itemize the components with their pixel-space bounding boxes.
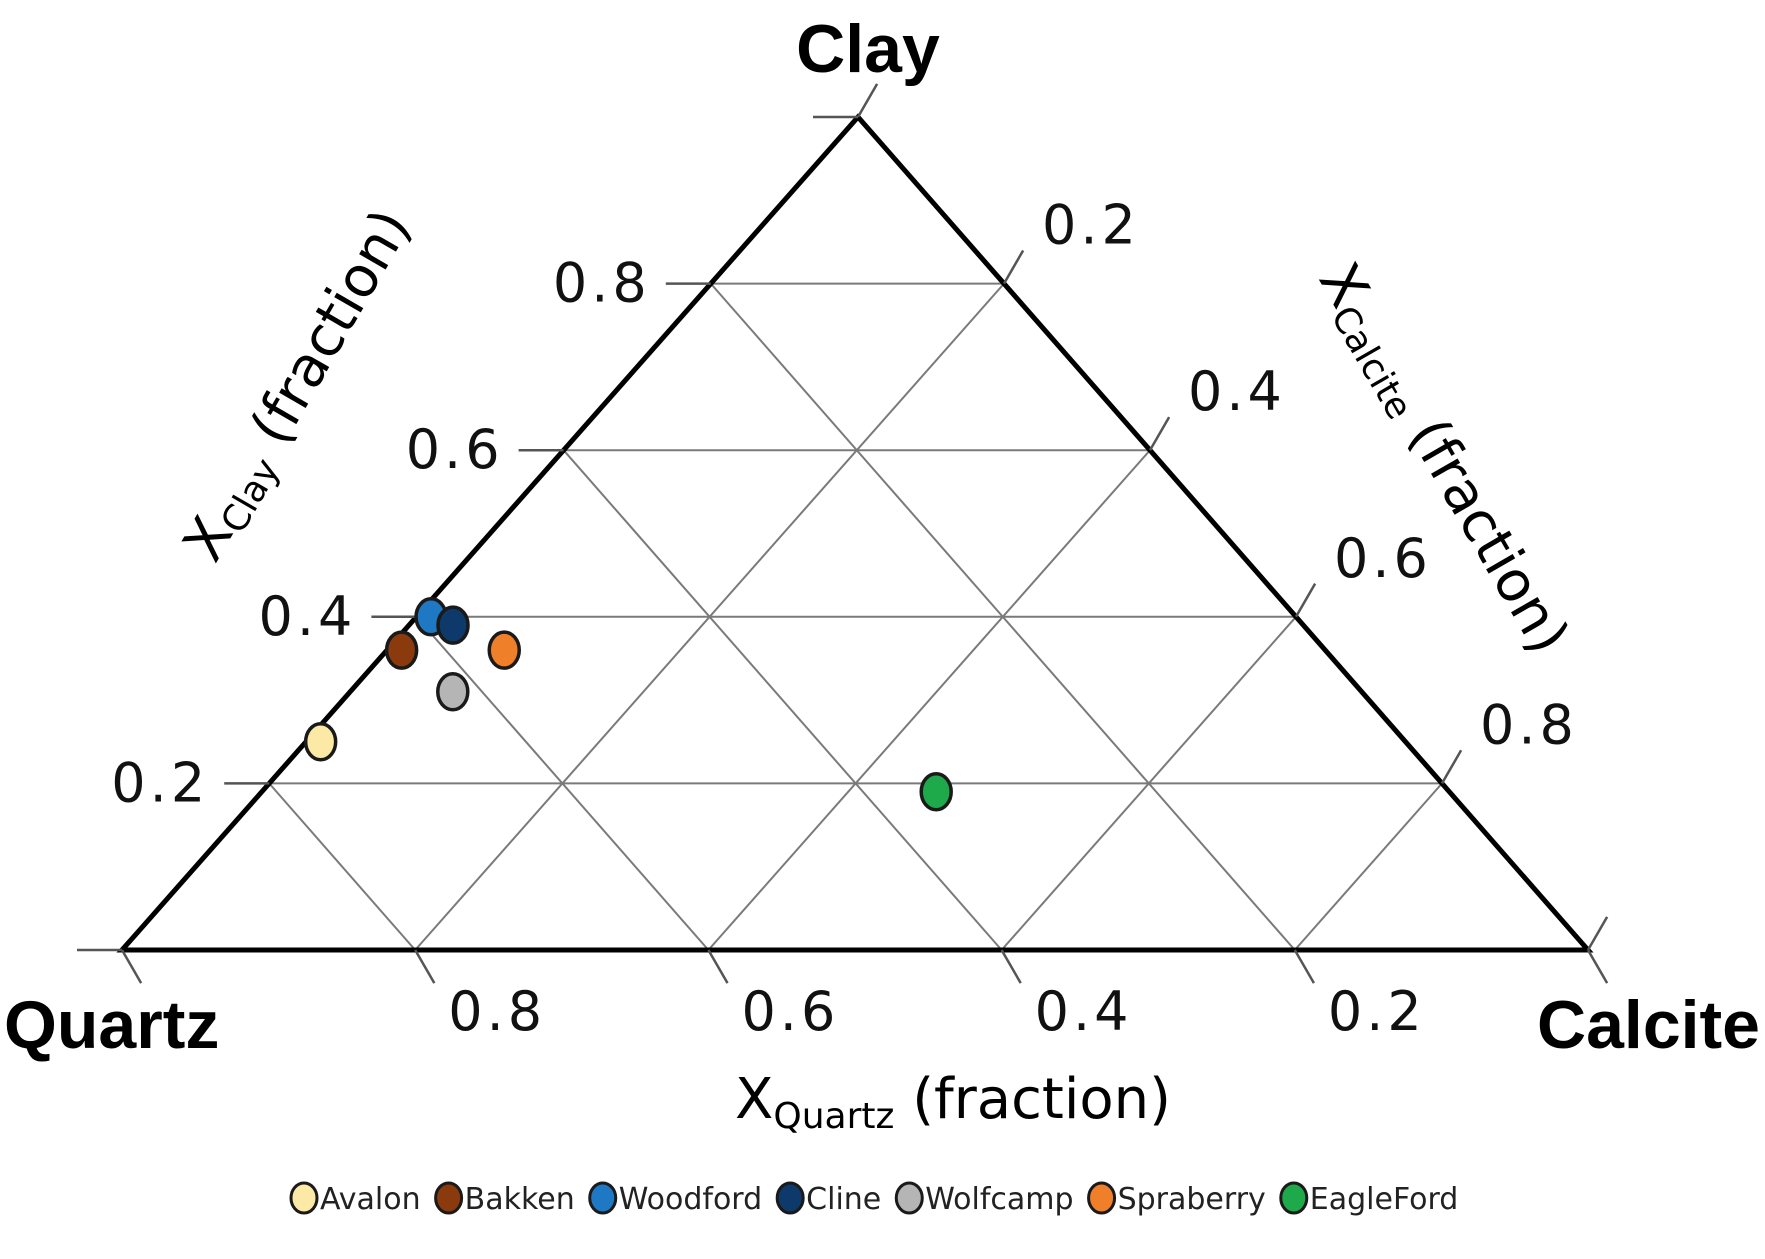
grid-line-calcite: [1294, 782, 1443, 951]
vertex-label-left: Quartz: [4, 987, 219, 1063]
calcite-axis-title: XCalcite (fraction): [1303, 253, 1581, 667]
data-points: [303, 597, 953, 812]
grid-line-quartz: [562, 449, 1003, 951]
tick-mark-quartz: [120, 949, 143, 984]
grid-line-calcite: [707, 449, 1151, 951]
tick-mark-calcite: [1294, 583, 1317, 618]
quartz-axis-title-main: X: [735, 1067, 773, 1132]
legend-marker-avalon: [289, 1181, 319, 1215]
tick-label-clay: 0.4: [259, 585, 357, 648]
legend-label-spraberry: Spraberry: [1118, 1182, 1266, 1217]
tick-mark-calcite: [1148, 416, 1171, 451]
tick-label-calcite: 0.6: [1334, 527, 1432, 590]
legend-label-wolfcamp: Wolfcamp: [925, 1182, 1073, 1217]
tick-mark-calcite: [1440, 749, 1463, 785]
tick-mark-quartz: [414, 949, 436, 984]
tick-marks: [77, 83, 1609, 984]
tick-label-clay: 0.8: [553, 252, 651, 315]
legend-label-bakken: Bakken: [465, 1182, 575, 1217]
data-point-eagleford: [919, 771, 953, 812]
tick-labels: 0.2 0.4 0.6 0.8 0.2 0.4 0.6 0.8 0.8 0.6 0.4 0.2: [111, 194, 1578, 1043]
data-point-wolfcamp: [436, 672, 470, 712]
vertex-label-top: Clay: [796, 11, 940, 87]
tick-mark-quartz: [1293, 949, 1316, 984]
tick-mark-calcite: [1586, 916, 1609, 951]
quartz-axis-title-sub: Quartz: [773, 1096, 894, 1137]
vertex-label-right: Calcite: [1537, 987, 1760, 1063]
legend-label-avalon: Avalon: [320, 1182, 421, 1217]
tick-label-calcite: 0.2: [1042, 194, 1140, 257]
tick-label-calcite: 0.8: [1480, 693, 1578, 756]
legend-label-woodford: Woodford: [619, 1182, 762, 1217]
data-point-avalon: [303, 722, 338, 762]
legend-marker-spraberry: [1087, 1181, 1117, 1215]
quartz-axis-title-tail: (fraction): [894, 1067, 1171, 1132]
tick-label-calcite: 0.4: [1188, 360, 1286, 423]
legend-marker-cline: [775, 1181, 805, 1215]
grid-line-quartz: [415, 616, 710, 951]
tick-label-clay: 0.6: [406, 418, 504, 481]
tick-label-quartz: 0.2: [1328, 980, 1426, 1043]
tick-mark-quartz: [707, 949, 729, 984]
data-point-spraberry: [487, 630, 521, 670]
legend: Avalon Bakken Woodford Cline Wolfcamp Spraber…: [289, 1181, 1459, 1217]
legend-marker-bakken: [434, 1181, 464, 1215]
triangle-outline: [116, 113, 1594, 953]
tick-label-quartz: 0.6: [741, 980, 839, 1043]
legend-marker-wolfcamp: [894, 1181, 924, 1215]
tick-mark-quartz: [1000, 949, 1022, 984]
calcite-axis-title-sub: Calcite: [1322, 299, 1419, 426]
data-point-bakken: [384, 630, 419, 670]
quartz-axis-title: XQuartz (fraction): [735, 1067, 1171, 1137]
tick-label-quartz: 0.4: [1035, 980, 1133, 1043]
data-point-cline: [436, 605, 470, 645]
tick-mark-calcite: [856, 83, 879, 118]
tick-mark-calcite: [1002, 249, 1025, 285]
tick-mark-quartz: [1586, 949, 1609, 984]
grid-line-quartz: [268, 782, 416, 951]
tick-label-quartz: 0.8: [448, 980, 546, 1043]
legend-label-eagleford: EagleFord: [1310, 1182, 1459, 1217]
legend-marker-woodford: [588, 1181, 618, 1215]
clay-axis-title: XClay (fraction): [171, 199, 427, 574]
triangle-frame: [116, 113, 1594, 953]
tick-label-clay: 0.2: [111, 751, 209, 814]
legend-label-cline: Cline: [806, 1182, 881, 1217]
legend-marker-eagleford: [1279, 1181, 1309, 1215]
grid-line-calcite: [1000, 616, 1297, 951]
grid-layer: [268, 282, 1443, 951]
clay-axis-title-tail: (fraction): [229, 199, 424, 471]
